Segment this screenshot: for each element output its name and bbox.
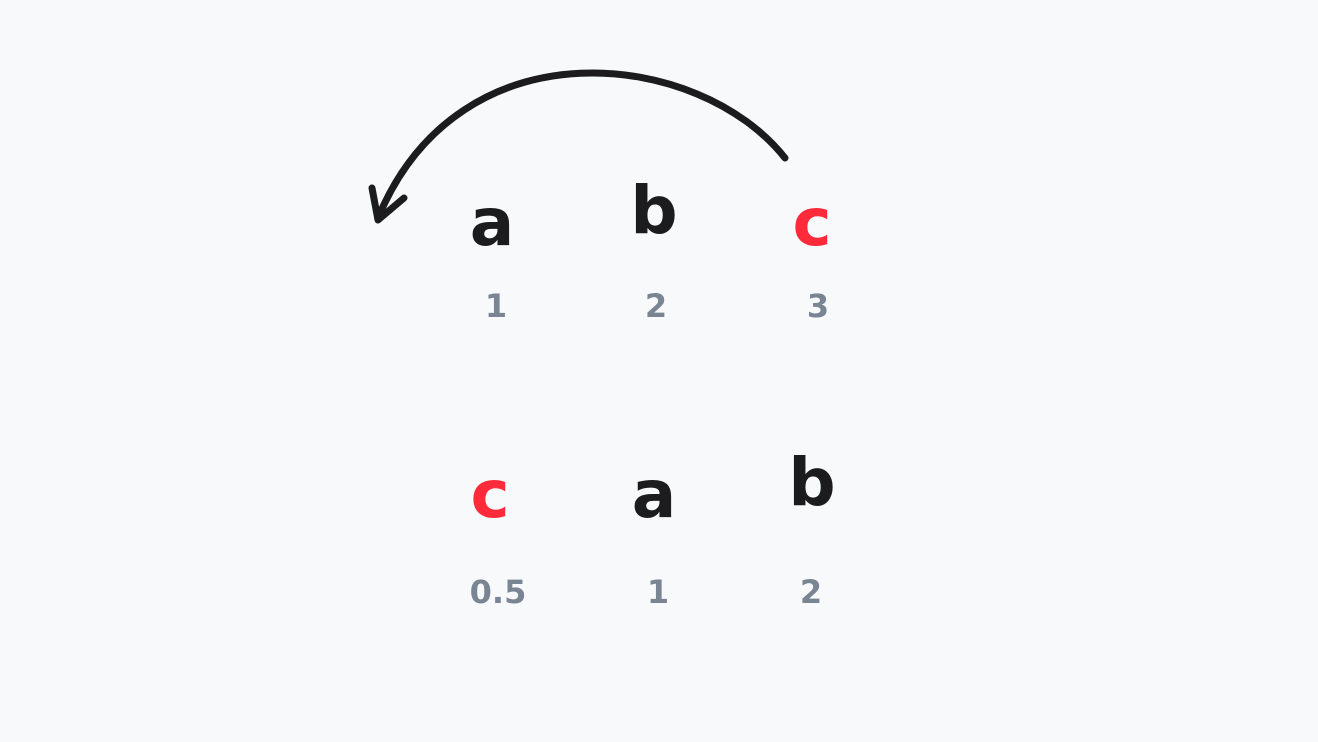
move-arrow-head xyxy=(368,184,408,224)
row1-index-3: 3 xyxy=(807,290,829,322)
item-index: 2 xyxy=(644,287,668,325)
row2-item-b: b xyxy=(788,450,835,516)
item-letter: a xyxy=(469,184,515,261)
item-index: 0.5 xyxy=(469,573,527,611)
item-index: 1 xyxy=(484,287,508,325)
row1-item-a: a xyxy=(470,190,515,256)
row1-item-b: b xyxy=(630,178,677,244)
row1-index-1: 1 xyxy=(485,290,507,322)
item-index: 2 xyxy=(799,573,823,611)
row1-item-c: c xyxy=(792,190,831,256)
item-index: 3 xyxy=(806,287,830,325)
row1-index-2: 2 xyxy=(645,290,667,322)
item-letter: c xyxy=(470,456,510,533)
move-arrow-curve xyxy=(374,69,789,222)
item-letter: b xyxy=(788,444,836,521)
item-letter: c xyxy=(792,184,832,261)
item-letter: a xyxy=(631,456,677,533)
item-letter: b xyxy=(630,172,678,249)
row2-item-a: a xyxy=(632,462,677,528)
row2-index-1: 1 xyxy=(647,576,669,608)
row2-item-c: c xyxy=(470,462,509,528)
row2-index-2: 2 xyxy=(800,576,822,608)
row2-index-0-5: 0.5 xyxy=(470,576,527,608)
item-index: 1 xyxy=(646,573,670,611)
